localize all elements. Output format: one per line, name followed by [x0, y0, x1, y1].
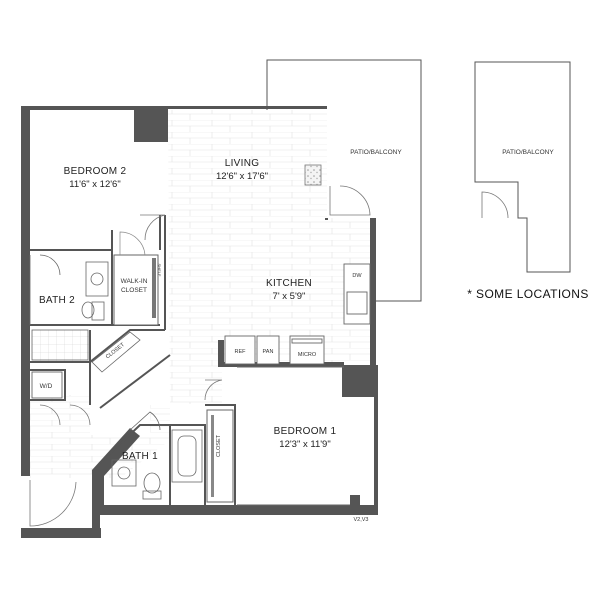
kitchen-counters — [224, 263, 371, 365]
bath2-fixtures — [29, 254, 109, 361]
exterior-walls — [21, 106, 378, 538]
living-dims: 12'6" x 17'6" — [216, 171, 268, 182]
bedroom1-closet-label: CLOSET — [216, 434, 222, 457]
living-name: LIVING — [225, 158, 260, 169]
dw-label: DW — [352, 273, 362, 279]
bath1-fixtures — [111, 411, 203, 500]
walkin-closet-line1: WALK-IN — [121, 278, 148, 285]
some-locations-note: * SOME LOCATIONS — [467, 287, 589, 301]
walkin-closet-line2: CLOSET — [121, 287, 147, 294]
bedroom2-name: BEDROOM 2 — [64, 166, 127, 177]
bedroom1-name: BEDROOM 1 — [274, 426, 337, 437]
variant-label: V2,V3 — [354, 517, 369, 523]
bath2-name: BATH 2 — [39, 295, 75, 306]
patio-main-label: PATIO/BALCONY — [350, 149, 402, 156]
bath1-name: BATH 1 — [122, 451, 158, 462]
hall-closet — [91, 331, 141, 373]
doors — [29, 185, 371, 527]
kitchen-dims: 7' x 5'9" — [273, 291, 306, 302]
wd-unit — [31, 371, 63, 399]
pan-label: PAN — [263, 349, 274, 355]
wd-label: W/D — [40, 383, 53, 390]
kitchen-name: KITCHEN — [266, 278, 312, 289]
patio-alt — [474, 61, 571, 273]
ref-label: REF — [235, 349, 247, 355]
patio-alt-label: PATIO/BALCONY — [502, 149, 554, 156]
walk-in-closet — [113, 231, 159, 326]
bedroom1-closet — [206, 409, 234, 503]
bedroom1-outline — [237, 366, 350, 506]
fireplace — [304, 164, 322, 186]
micro-label: MICRO — [298, 352, 317, 358]
shelf-label: SHELF — [157, 264, 162, 277]
bedroom2-dims: 11'6" x 12'6" — [69, 179, 120, 190]
interior-walls — [30, 215, 236, 505]
bedroom1-dims: 12'3" x 11'9" — [279, 439, 330, 450]
